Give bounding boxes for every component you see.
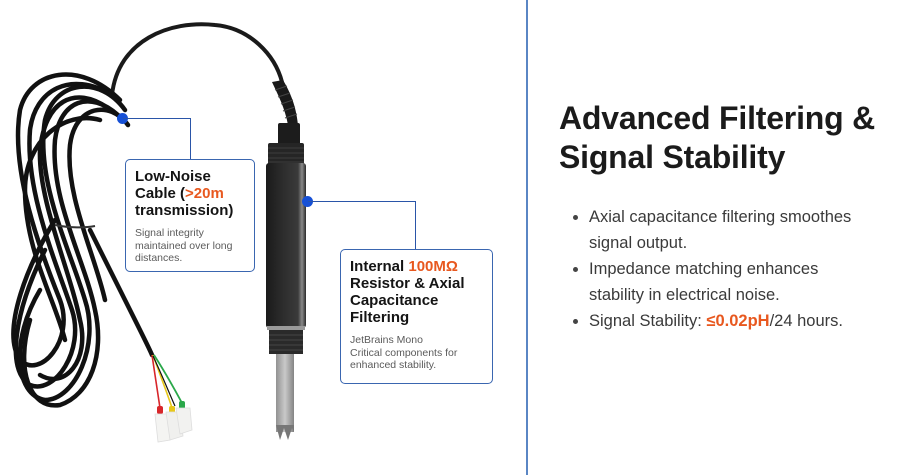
callout-title-accent: 100MΩ	[408, 258, 458, 275]
callout-anchor-dot-cable	[117, 113, 128, 124]
feature-list: Axial capacitance filtering smoothes sig…	[573, 204, 873, 334]
list-item-text: Axial capacitance filtering smoothes sig…	[589, 208, 852, 252]
callout-title-text: transmission)	[135, 202, 234, 219]
bullet-icon	[573, 267, 578, 272]
callout-title: Internal 100MΩ Resistor & Axial Capacita…	[350, 258, 483, 326]
callout-title-accent: >20m	[185, 185, 224, 202]
connector-line-probe	[308, 201, 416, 249]
callout-description-line: Critical components for enhanced stabili…	[350, 346, 458, 372]
vertical-divider	[526, 0, 528, 475]
callout-title: Low-Noise Cable (>20m transmission)	[135, 168, 245, 219]
callout-description-line: JetBrains Mono	[350, 334, 423, 346]
list-item-text: /24 hours.	[769, 312, 843, 330]
callout-low-noise-cable: Low-Noise Cable (>20m transmission) Sign…	[125, 159, 255, 272]
bullet-icon	[573, 319, 578, 324]
callout-title-text: Resistor & Axial Capacitance Filtering	[350, 275, 465, 326]
callout-title-text: Low-Noise Cable (	[135, 168, 211, 202]
list-item-text: Signal Stability:	[589, 312, 707, 330]
connector-line-cable	[123, 118, 191, 160]
list-item-text: Impedance matching enhances stability in…	[589, 260, 819, 304]
list-item: Signal Stability: ≤0.02pH/24 hours.	[573, 308, 873, 334]
stability-value: ≤0.02pH	[706, 312, 770, 330]
callout-description: JetBrains Mono Critical components for e…	[350, 334, 483, 372]
bullet-icon	[573, 215, 578, 220]
callout-anchor-dot-probe	[302, 196, 313, 207]
callout-title-text: Internal	[350, 258, 409, 275]
feature-panel: Advanced Filtering & Signal Stability Ax…	[528, 0, 900, 475]
list-item: Axial capacitance filtering smoothes sig…	[573, 204, 873, 256]
product-panel: Low-Noise Cable (>20m transmission) Sign…	[11, 22, 493, 443]
ph-sensor-product-image	[11, 22, 306, 443]
callout-internal-resistor: Internal 100MΩ Resistor & Axial Capacita…	[340, 249, 493, 384]
page-title: Advanced Filtering & Signal Stability	[559, 100, 876, 175]
callout-description: Signal integrity maintained over long di…	[135, 227, 233, 264]
list-item: Impedance matching enhances stability in…	[573, 256, 873, 308]
